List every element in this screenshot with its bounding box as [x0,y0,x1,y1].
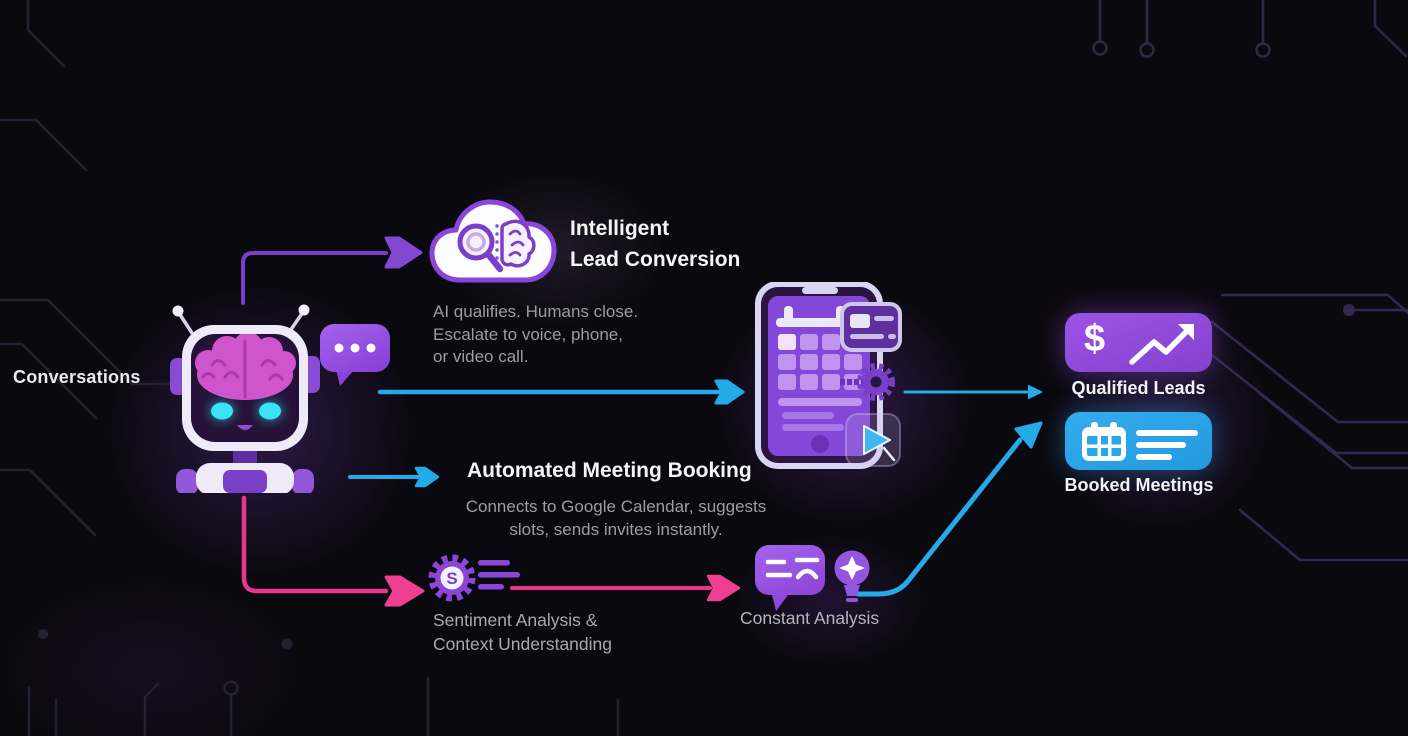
arrow-to-constant-analysis [510,574,741,602]
arrow-analysis-to-outputs [855,421,1043,597]
lead-desc-line1: AI qualifies. Humans close. [433,302,639,321]
qualified-leads-card [1065,313,1212,372]
dollar-icon: $ [1084,318,1106,360]
phone-calendar-gear-cursor-icon [755,282,902,469]
arrow-to-phone [377,379,745,405]
robot-assistant-icon [170,304,320,493]
gear-speedlines-icon: S [428,554,520,602]
amb-desc-line2: slots, sends invites instantly. [509,520,723,539]
booked-meetings-label: Booked Meetings [1064,475,1214,495]
chat-lines-icon [755,545,825,611]
calendar-icon [1082,422,1126,461]
cloud-search-brain-icon [429,199,557,283]
lead-desc-line3: or video call. [433,347,529,366]
gear-icon [840,363,895,401]
lead-conversion-title: Intelligent Lead Conversion [570,213,740,275]
cursor-icon [845,413,901,467]
meeting-booking-title: Automated Meeting Booking [467,459,752,482]
meeting-booking-description: Connects to Google Calendar, suggests sl… [448,495,784,541]
trend-up-icon [1129,324,1194,365]
lead-desc-line2: Escalate to voice, phone, [433,324,623,344]
lightbulb-sparkle-icon [834,550,870,602]
meeting-lines-icon [1136,430,1198,460]
sentiment-label: Sentiment Analysis & Context Understandi… [433,608,612,656]
arrow-phone-to-qualified [903,384,1043,400]
lead-conversion-title-line1: Intelligent [570,217,670,240]
conversations-label: Conversations [13,367,141,387]
constant-analysis-label: Constant Analysis [740,608,880,628]
lead-conversion-description: AI qualifies. Humans close. Escalate to … [433,301,638,369]
gear-glyph: S [446,569,457,588]
qualified-leads-label: Qualified Leads [1071,378,1206,398]
lead-conversion-title-line2: Lead Conversion [570,248,741,271]
arrow-to-sentiment [241,495,425,607]
arrow-to-meeting-booking [348,466,440,488]
sentiment-label-line2: Context Understanding [433,634,612,654]
arrow-to-lead-conversion [241,236,423,305]
amb-desc-line1: Connects to Google Calendar, suggests [465,497,767,516]
sentiment-label-line1: Sentiment Analysis & [433,610,598,630]
chat-dots-icon [320,324,390,386]
